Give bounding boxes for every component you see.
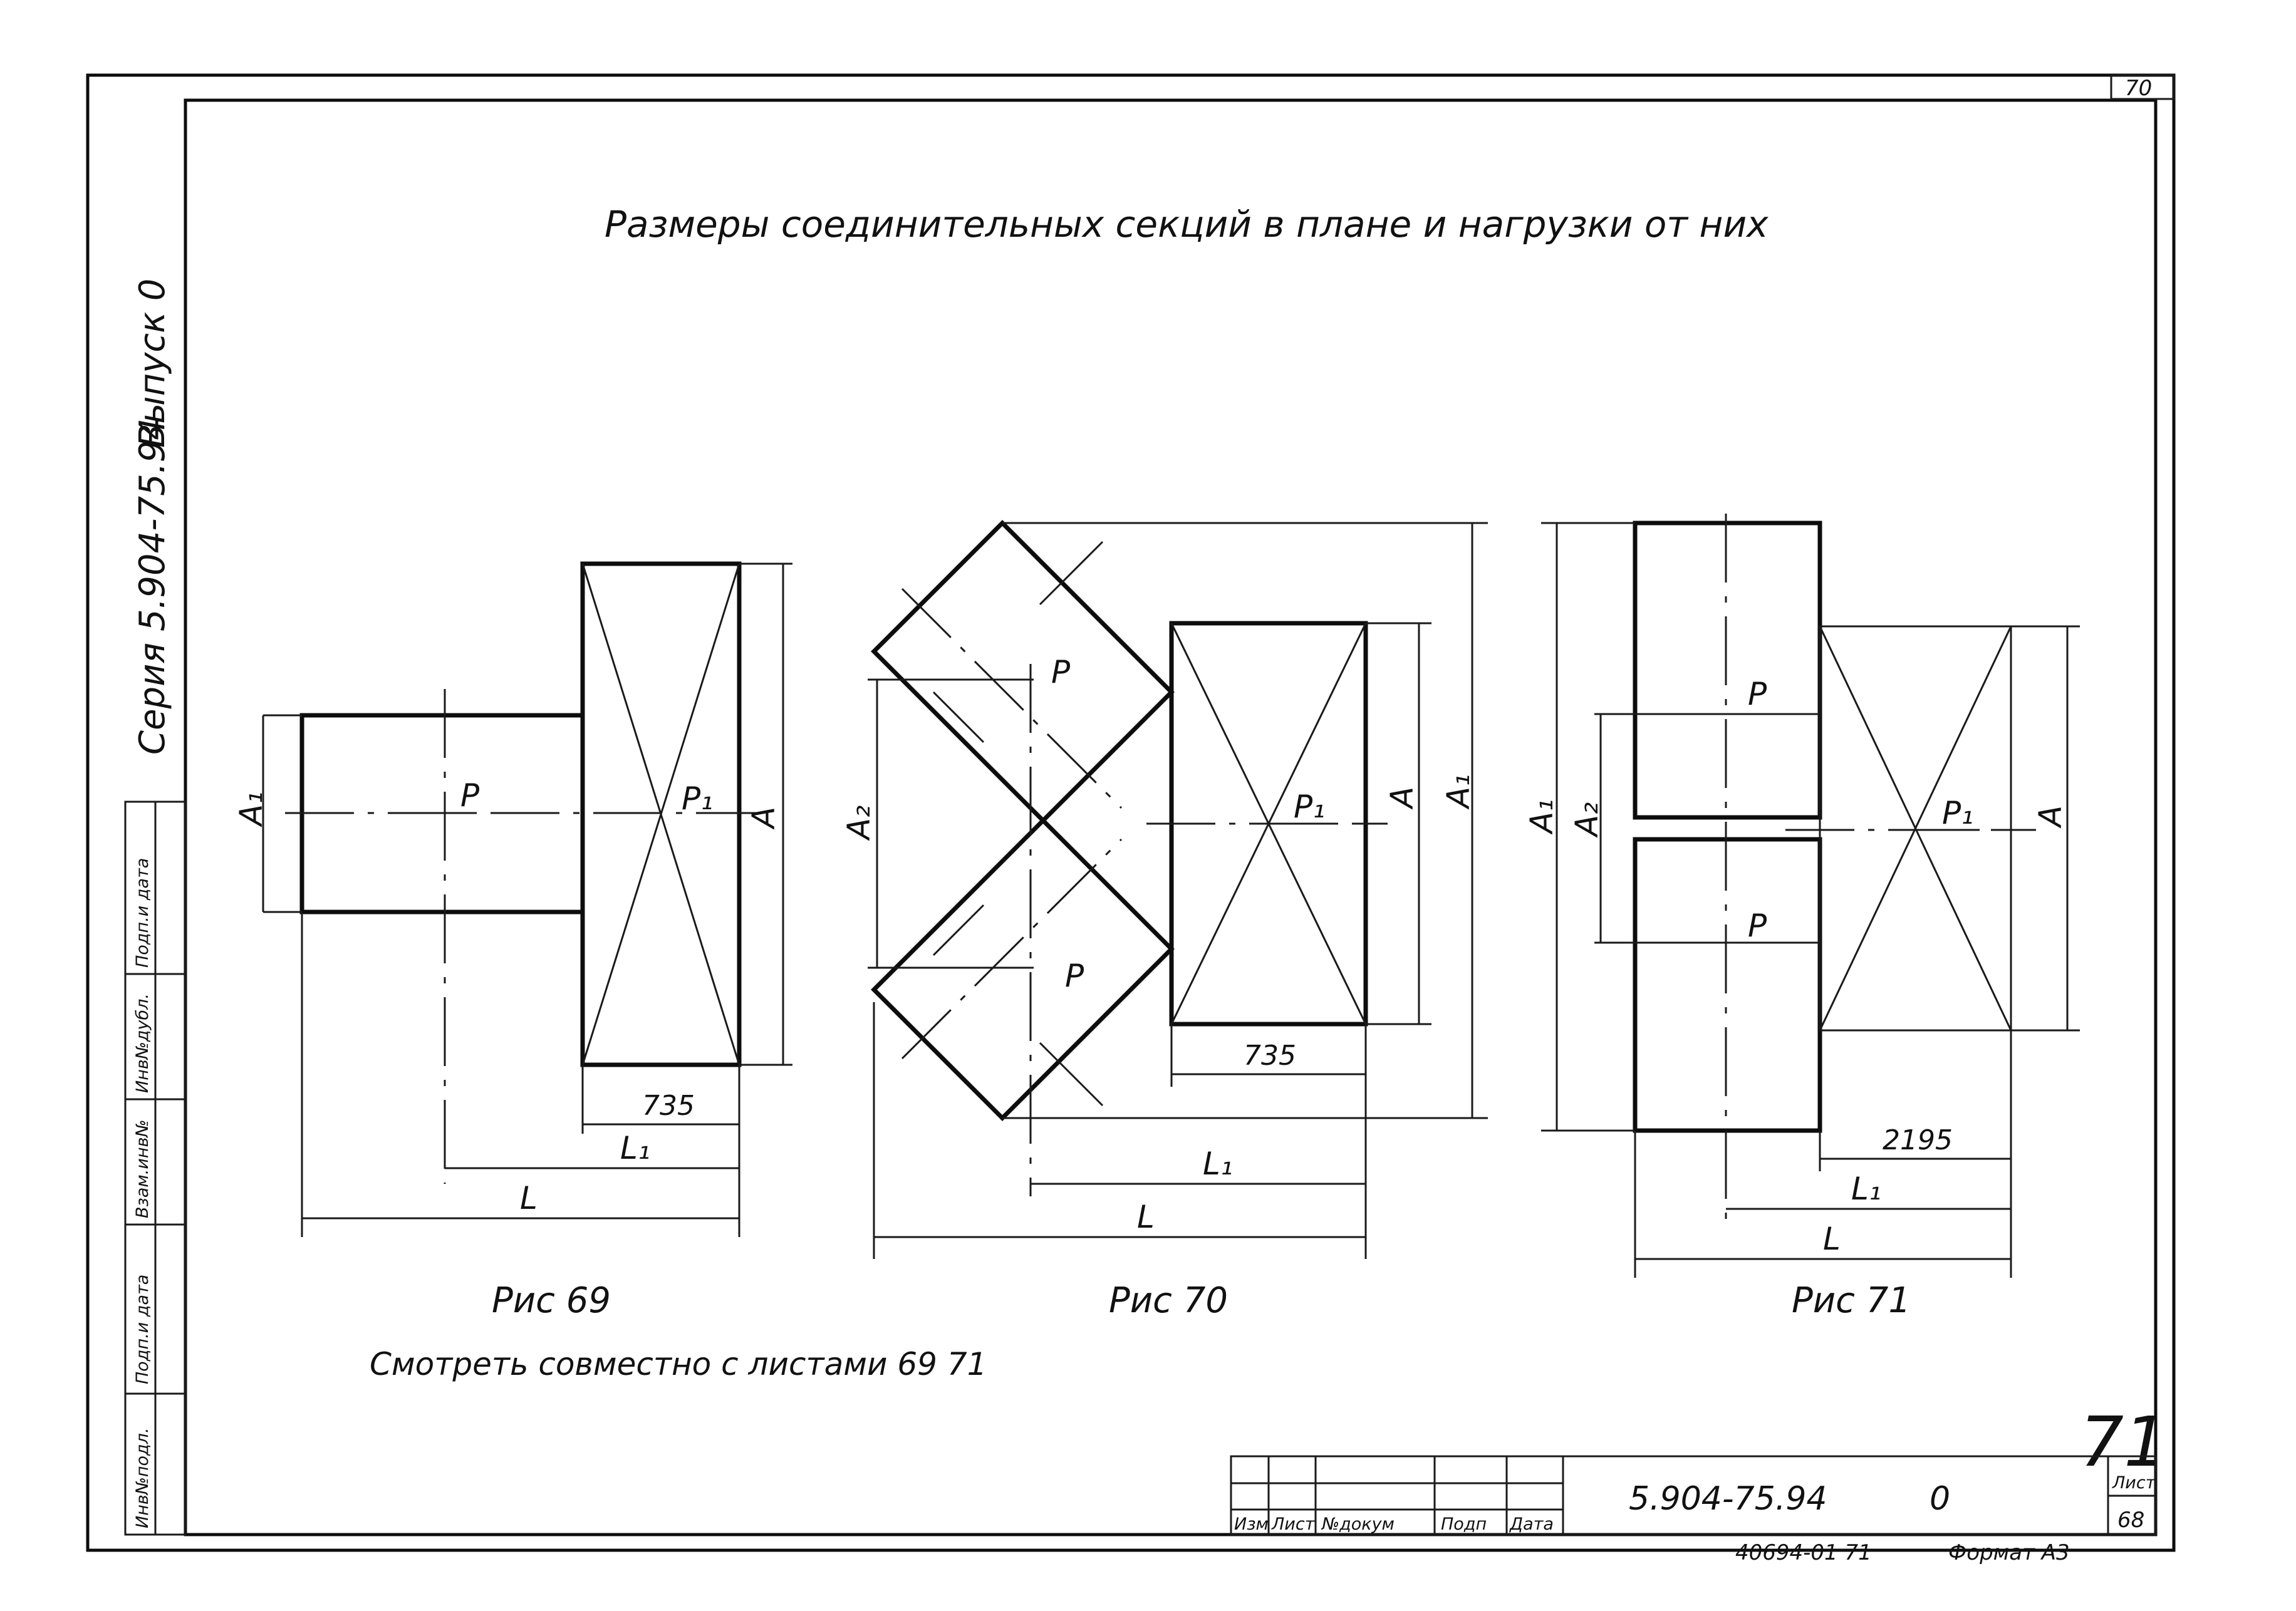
fig71-lower-branch	[1633, 837, 1822, 1133]
title-block-header: №докум	[1321, 1515, 1395, 1534]
figure-70: P P P₁ A₂ A A₁ 735 L₁ L Рис 70	[841, 520, 1488, 1321]
figure-69: P P₁ A₁ A 735 L₁ L Рис 69	[233, 561, 792, 1321]
fig70-label-a1: A₁	[1440, 774, 1477, 810]
handwritten-number: 71	[2080, 1402, 2168, 1482]
fig69-label-a: A	[745, 807, 782, 830]
fig69-dim-735: 735	[642, 1090, 695, 1122]
figure-71: P P P₁ A₁ A₂ A 2195 L₁ L Рис 71	[1524, 514, 2080, 1321]
sheet-label: Лист	[2112, 1473, 2156, 1493]
fig69-main-rect	[580, 561, 742, 1067]
side-stamp-cell: Инв№подл.	[133, 1427, 152, 1528]
fig71-upper-branch	[1633, 521, 1822, 820]
fig71-label-a1: A₁	[1524, 799, 1560, 835]
side-stamp-cell: Взам.инв№	[133, 1119, 152, 1218]
title-block-header: Лист	[1271, 1515, 1316, 1534]
fig71-label-l: L	[1823, 1221, 1841, 1257]
fig69-caption: Рис 69	[492, 1280, 611, 1321]
sheet-corner-number: 70	[2125, 76, 2152, 101]
fig71-label-p-upper: P	[1748, 676, 1767, 712]
fig69-label-l1: L₁	[620, 1130, 650, 1166]
fig69-label-l: L	[520, 1180, 538, 1216]
format-label: Формат А3	[1948, 1540, 2070, 1565]
fig71-label-p1: P₁	[1942, 795, 1973, 831]
side-issue-label: Выпуск 0	[132, 279, 173, 448]
document-issue: 0	[1930, 1480, 1950, 1518]
fig71-label-a2: A₂	[1569, 802, 1605, 838]
fig70-label-p-upper: P	[1051, 654, 1071, 690]
title-block-header: Подп	[1441, 1515, 1487, 1534]
corner-number-box	[2110, 74, 2175, 100]
side-stamp-cell: Подп.и дата	[133, 1275, 152, 1384]
fig71-caption: Рис 71	[1792, 1280, 1911, 1321]
fig69-label-p1: P₁	[682, 780, 713, 817]
fig70-label-a2: A₂	[841, 806, 877, 841]
fig71-label-a: A	[2032, 806, 2069, 829]
fig70-lower-branch	[871, 817, 1175, 1121]
fig71-dim-2195: 2195	[1883, 1124, 1953, 1156]
title-block-header: Изм	[1234, 1515, 1269, 1534]
side-stamp: Серия 5.904-75.94 Выпуск 0 Инв№подл. Под…	[124, 279, 187, 1536]
side-stamp-cell: Инв№дубл.	[133, 993, 152, 1093]
title-block: Изм Лист №докум Подп Дата 5.904-75.94 0 …	[1230, 1455, 2157, 1536]
fig70-label-a: A	[1384, 787, 1420, 810]
fig69-label-p: P	[460, 777, 480, 814]
fig70-label-p1: P₁	[1294, 789, 1325, 825]
fig71-label-l1: L₁	[1851, 1171, 1881, 1207]
document-designation: 5.904-75.94	[1629, 1480, 1827, 1518]
fig70-dim-735: 735	[1244, 1040, 1296, 1072]
side-series-label: Серия 5.904-75.94	[132, 418, 173, 755]
bottom-note: 40694-01 71	[1735, 1540, 1872, 1565]
fig69-label-a1: A₁	[233, 792, 269, 827]
fig70-label-l: L	[1137, 1199, 1155, 1235]
fig71-main-rect	[1819, 625, 2012, 1032]
outer-frame	[86, 73, 2176, 1552]
sheet-number: 68	[2117, 1508, 2144, 1533]
fig70-label-p-lower: P	[1065, 958, 1084, 994]
side-stamp-cell: Подп.и дата	[133, 858, 152, 968]
reference-note: Смотреть совместно с листами 69 71	[370, 1346, 987, 1382]
title-block-header: Дата	[1509, 1515, 1554, 1534]
drawing-title: Размеры соединительных секций в плане и …	[605, 203, 1769, 246]
fig70-label-l1: L₁	[1203, 1146, 1233, 1182]
fig71-label-p-lower: P	[1748, 908, 1767, 944]
fig70-upper-branch	[871, 520, 1175, 824]
fig70-caption: Рис 70	[1109, 1280, 1228, 1321]
